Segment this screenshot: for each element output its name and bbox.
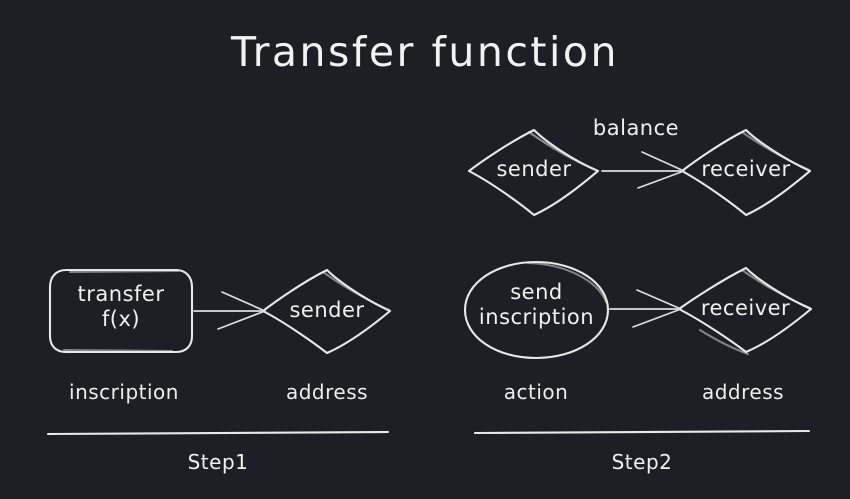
step1-label: Step1 xyxy=(187,450,249,474)
balance-edge-label: balance xyxy=(592,116,680,140)
step1-arrow-head xyxy=(217,291,266,330)
receiver-diamond-top-label: receiver xyxy=(701,157,791,181)
receiver-diamond-step2-label: receiver xyxy=(700,296,791,320)
step2-label: Step2 xyxy=(611,450,673,474)
send-inscription-ellipse-label: send inscription xyxy=(465,280,608,330)
step2-source-caption: action xyxy=(503,380,569,404)
send-inscription-label-line2: inscription xyxy=(478,304,595,329)
step1-separator-line xyxy=(46,430,390,436)
step1-target-caption: address xyxy=(285,380,369,404)
sender-diamond-step1-label: sender xyxy=(289,298,365,322)
step2-arrow-head xyxy=(632,289,682,328)
transfer-box-label-line2: f(x) xyxy=(101,306,141,331)
page-title: Transfer function xyxy=(231,28,619,76)
step2-separator-line xyxy=(473,429,811,435)
step1-source-caption: inscription xyxy=(69,380,179,404)
transfer-box-label: transfer f(x) xyxy=(50,282,192,332)
transfer-box-label-line1: transfer xyxy=(77,282,165,306)
sender-diamond-top-label: sender xyxy=(496,157,572,181)
send-inscription-label-line1: send xyxy=(510,280,563,304)
balance-arrow-head xyxy=(637,151,685,189)
step2-target-caption: address xyxy=(701,380,785,404)
